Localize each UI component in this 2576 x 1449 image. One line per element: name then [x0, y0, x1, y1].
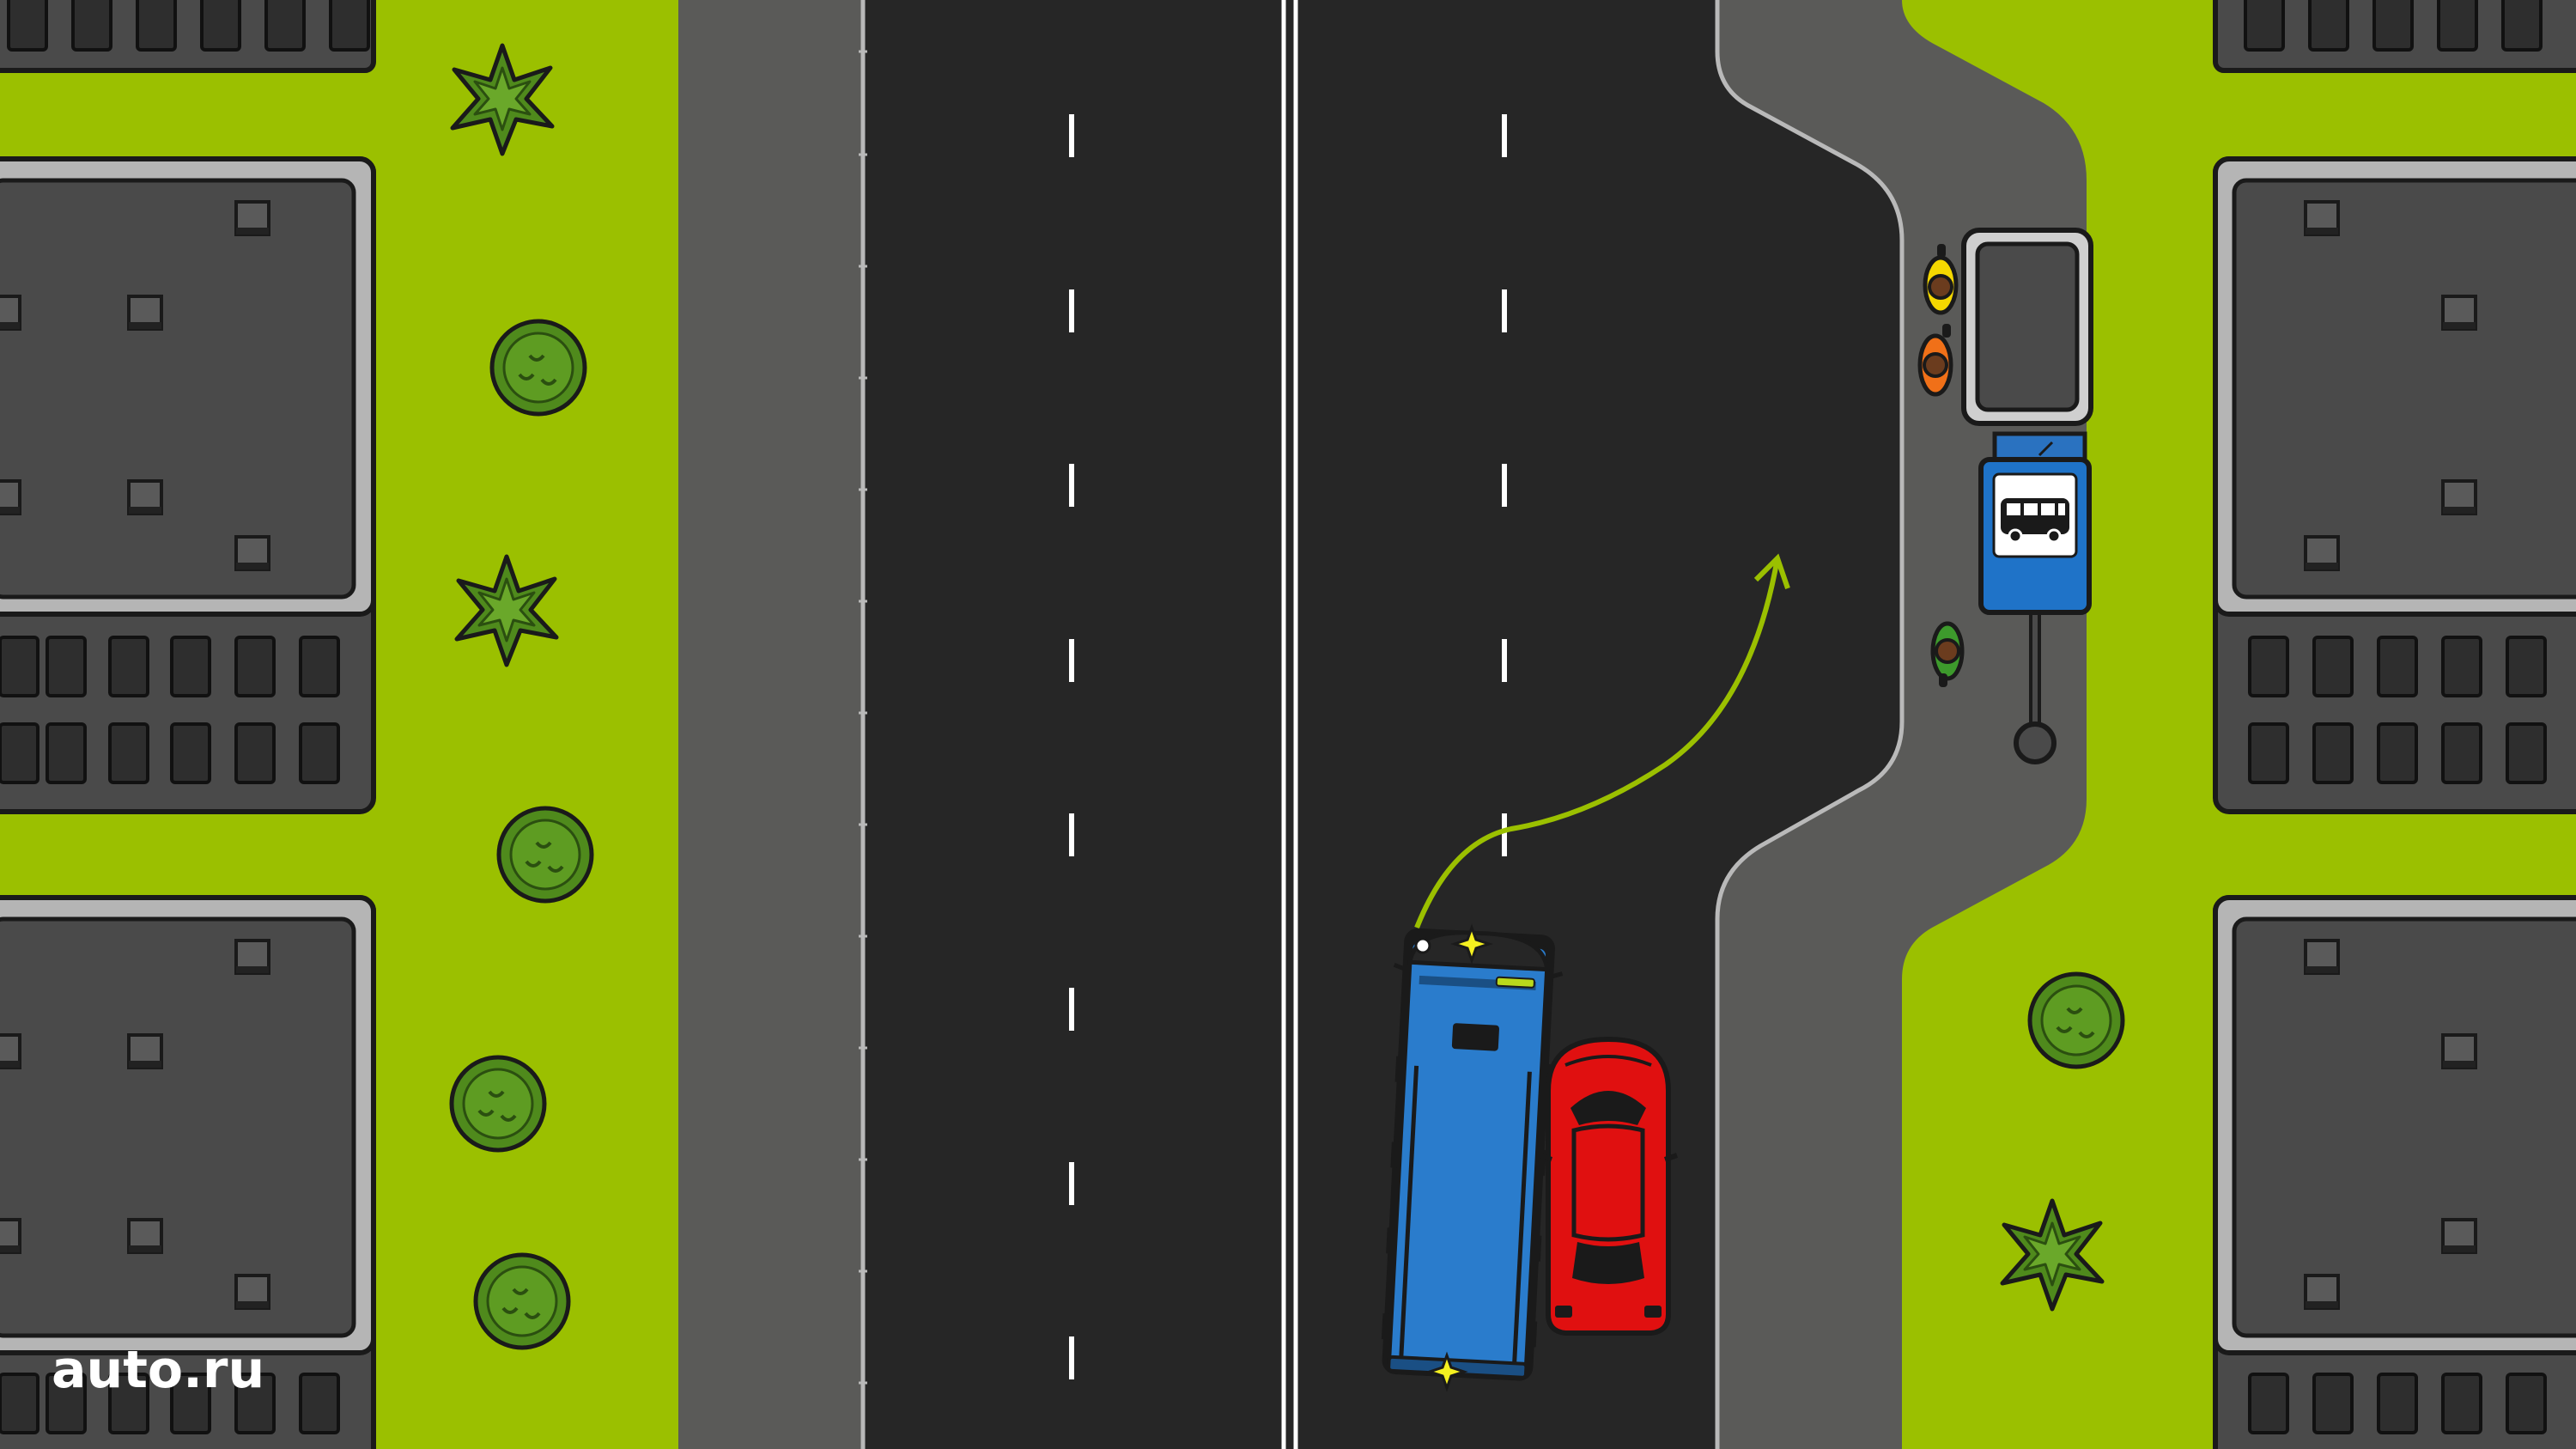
right-building-2 [2213, 895, 2576, 1449]
bus-stop-sign-icon [1978, 457, 2092, 764]
bush-icon [2030, 974, 2123, 1067]
pedestrian-icon [1930, 621, 1965, 687]
pedestrian-icon [1923, 244, 1959, 315]
left-sidewalk [678, 0, 863, 1449]
auto-ru-logo: auto.ru [52, 1340, 265, 1400]
right-building-top [2213, 0, 2576, 73]
left-building-2 [0, 895, 376, 1449]
right-building-1 [2213, 156, 2576, 814]
bush-icon [499, 808, 592, 901]
road-left-half [863, 0, 1288, 1449]
pedestrian-icon [1917, 324, 1953, 397]
bus-icon [2001, 498, 2069, 544]
bush-icon [492, 321, 585, 414]
bush-icon [476, 1255, 568, 1348]
left-building-top [0, 0, 376, 73]
bush-icon [452, 1057, 544, 1150]
arrow-icon [1414, 557, 1780, 929]
sparkle-icon [1450, 923, 1493, 965]
left-building-1 [0, 156, 376, 814]
bus-stop-shelter [1961, 228, 2093, 471]
sparkle-icon [1425, 1351, 1468, 1392]
right-curb-line [1715, 0, 1905, 1449]
car [1538, 1036, 1679, 1336]
bus [1381, 928, 1564, 1381]
